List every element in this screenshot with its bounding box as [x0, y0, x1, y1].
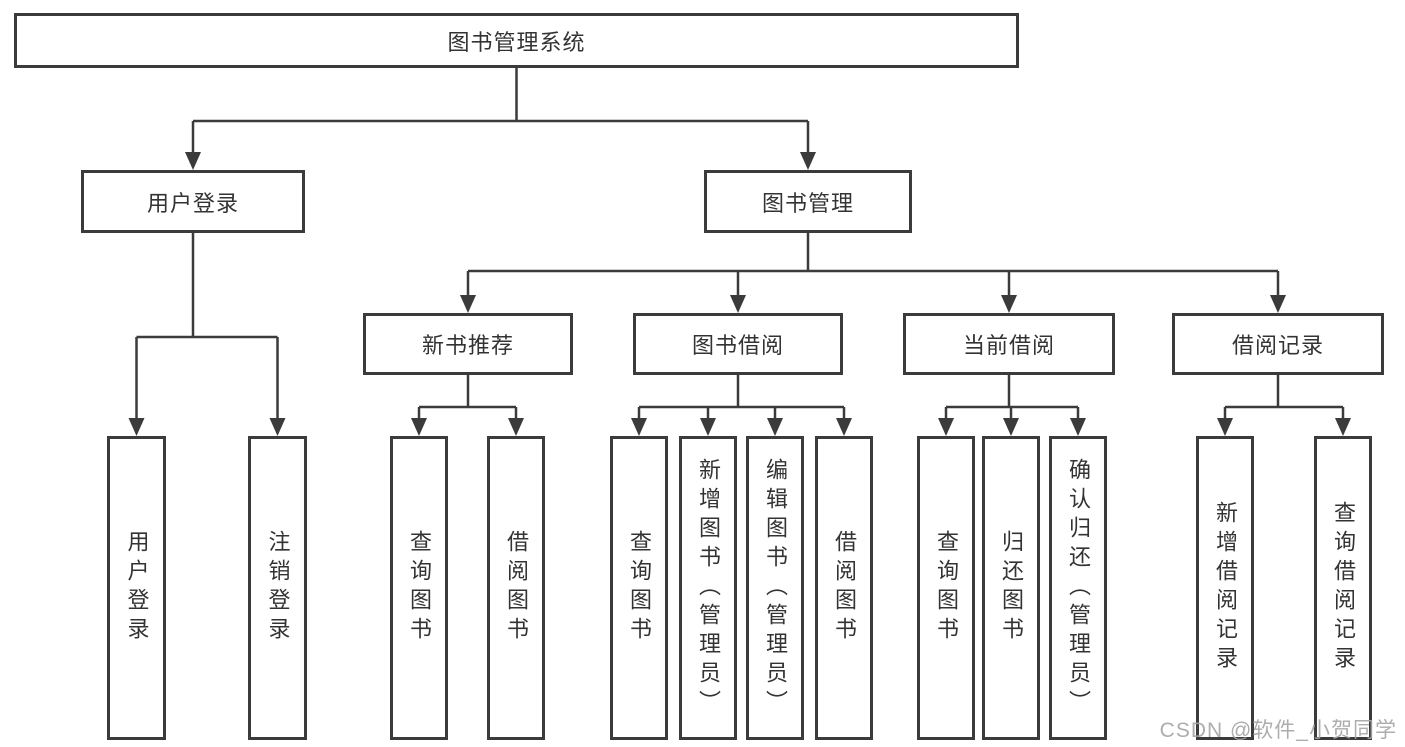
node-label: 图书管理: [761, 190, 854, 216]
leaf-logout: 注销登录: [248, 436, 307, 740]
node-new-book-recommendation: 新书推荐: [363, 313, 573, 375]
leaf-label: 查询借阅记录: [1331, 501, 1356, 675]
leaf-label: 归还图书: [999, 530, 1024, 646]
leaf-return-books: 归还图书: [982, 436, 1040, 740]
leaf-label: 注销登录: [265, 530, 291, 646]
leaf-query-books-recommend: 查询图书: [390, 436, 448, 740]
leaf-label: 借阅图书: [832, 530, 857, 646]
leaf-borrow-books-borrowing: 借阅图书: [815, 436, 873, 740]
node-label: 新书推荐: [421, 333, 514, 358]
leaf-label: 新增借阅记录: [1213, 501, 1238, 675]
leaf-query-borrow-record: 查询借阅记录: [1314, 436, 1372, 740]
leaf-label: 用户登录: [124, 530, 150, 646]
leaf-add-borrow-record: 新增借阅记录: [1196, 436, 1254, 740]
leaf-label: 查询图书: [627, 530, 652, 646]
leaf-query-books-current: 查询图书: [917, 436, 975, 740]
leaf-label: 新增图书（管理员）: [696, 457, 721, 719]
leaf-add-books-admin: 新增图书（管理员）: [679, 436, 737, 740]
node-user-login: 用户登录: [81, 170, 305, 233]
leaf-label: 借阅图书: [504, 530, 529, 646]
node-label: 借阅记录: [1231, 333, 1324, 358]
node-label: 用户登录: [146, 190, 239, 216]
node-label: 图书管理系统: [447, 29, 586, 55]
node-book-management: 图书管理: [704, 170, 912, 233]
csdn-watermark: CSDN @软件_小贺同学: [1159, 719, 1397, 742]
leaf-confirm-return-admin: 确认归还（管理员）: [1049, 436, 1107, 740]
node-book-borrowing: 图书借阅: [633, 313, 843, 375]
leaf-label: 确认归还（管理员）: [1066, 457, 1091, 719]
arrowheads: [128, 152, 1351, 436]
node-borrowing-records: 借阅记录: [1172, 313, 1384, 375]
leaf-user-login: 用户登录: [107, 436, 166, 740]
leaf-edit-books-admin: 编辑图书（管理员）: [746, 436, 804, 740]
leaf-label: 编辑图书（管理员）: [763, 457, 788, 719]
leaf-query-books-borrowing: 查询图书: [610, 436, 668, 740]
node-root-library-system: 图书管理系统: [14, 13, 1019, 68]
leaf-borrow-books-recommend: 借阅图书: [487, 436, 545, 740]
node-label: 当前借阅: [962, 333, 1055, 358]
node-label: 图书借阅: [691, 333, 784, 358]
node-current-borrowing: 当前借阅: [903, 313, 1115, 375]
leaf-label: 查询图书: [407, 530, 432, 646]
leaf-label: 查询图书: [934, 530, 959, 646]
